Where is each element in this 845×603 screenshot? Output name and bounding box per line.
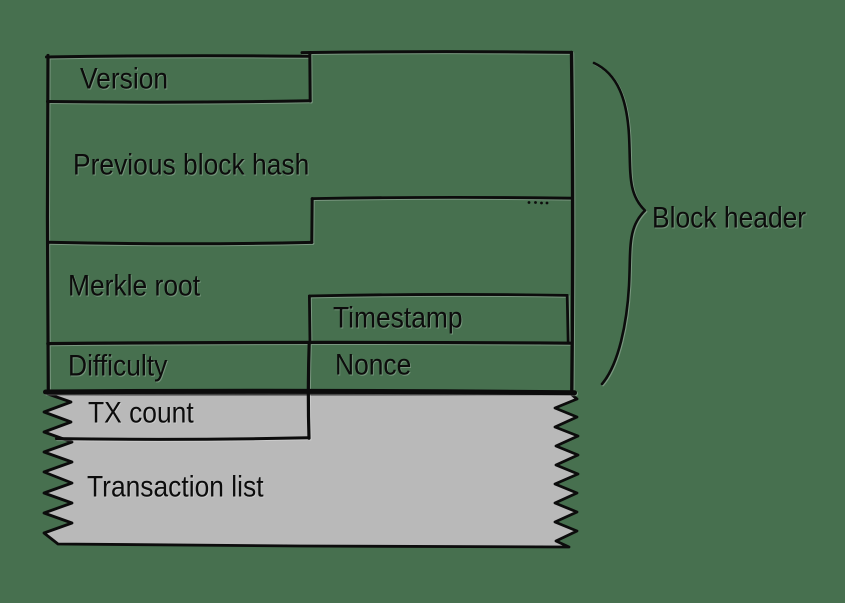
header-left-border xyxy=(45,53,50,394)
block-header-brace xyxy=(592,61,647,386)
header-bottom-border xyxy=(43,388,577,396)
field-label-previous-block-hash: Previous block hash xyxy=(73,148,310,182)
field-label-version: Version xyxy=(80,62,169,96)
prev-hash-bottom-border xyxy=(46,240,314,246)
merkle-top-border xyxy=(310,195,573,200)
ink-dots xyxy=(527,201,549,205)
field-label-difficulty: Difficulty xyxy=(68,349,168,383)
version-top-border xyxy=(45,54,311,59)
difficulty-nonce-divider xyxy=(306,341,311,440)
header-top-border xyxy=(300,50,573,55)
field-label-transaction-list: Transaction list xyxy=(87,470,264,504)
transaction-area-shape xyxy=(42,392,580,549)
timestamp-right-border xyxy=(565,294,570,344)
field-label-timestamp: Timestamp xyxy=(333,301,463,335)
header-right-border xyxy=(569,50,575,395)
field-label-tx-count: TX count xyxy=(88,396,194,430)
field-label-merkle-root: Merkle root xyxy=(68,269,201,303)
brace-label-block-header: Block header xyxy=(652,201,807,235)
timestamp-top-border xyxy=(308,293,569,298)
difficulty-row-top-border xyxy=(46,340,574,346)
field-label-nonce: Nonce xyxy=(335,348,412,382)
tx-count-bottom-border xyxy=(55,436,311,441)
version-bottom-border xyxy=(46,99,312,104)
timestamp-left-border xyxy=(308,294,312,345)
